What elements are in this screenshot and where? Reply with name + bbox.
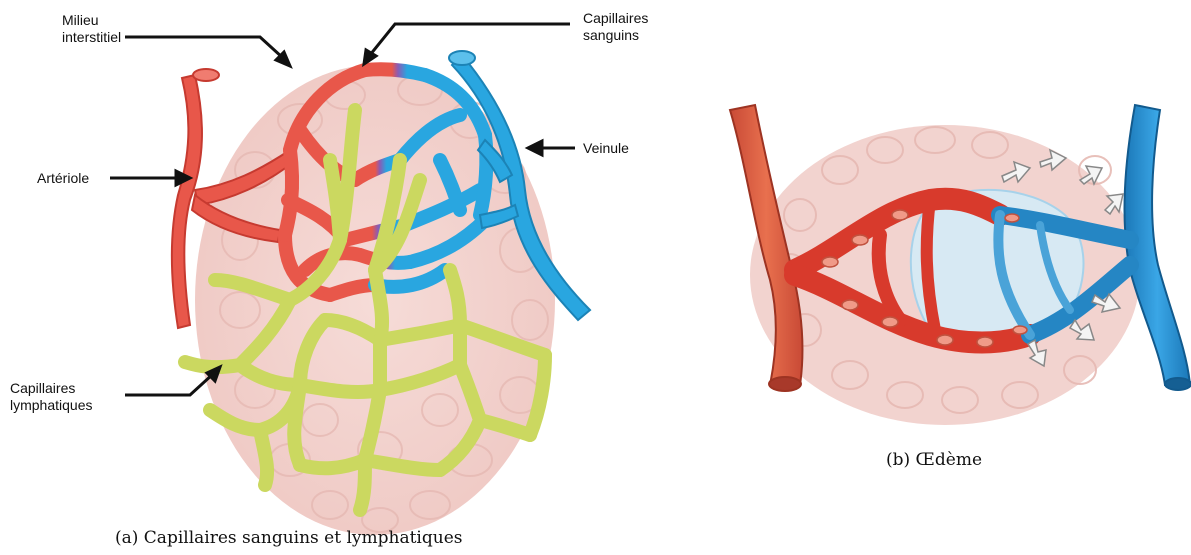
label-arteriole: Artériole <box>37 170 89 187</box>
label-capillaires-sanguins: Capillaires sanguins <box>583 10 648 44</box>
label-line: Milieu <box>62 12 121 29</box>
label-line: lymphatiques <box>10 397 93 414</box>
label-line: interstitiel <box>62 29 121 46</box>
caption-b: (b) Œdème <box>886 450 982 470</box>
caption-a: (a) Capillaires sanguins et lymphatiques <box>115 528 463 548</box>
label-line: Capillaires <box>10 380 93 397</box>
label-line: Capillaires <box>583 10 648 27</box>
capillary-bed-illustration <box>0 0 700 555</box>
panel-a-figure: Milieu interstitiel Capillaires sanguins… <box>0 0 700 555</box>
edema-illustration <box>700 0 1191 555</box>
panel-b-figure: (b) Œdème <box>700 0 1191 555</box>
label-veinule: Veinule <box>583 140 629 157</box>
label-capillaires-lymphatiques: Capillaires lymphatiques <box>10 380 93 414</box>
label-line: sanguins <box>583 27 648 44</box>
label-milieu-interstitiel: Milieu interstitiel <box>62 12 121 46</box>
